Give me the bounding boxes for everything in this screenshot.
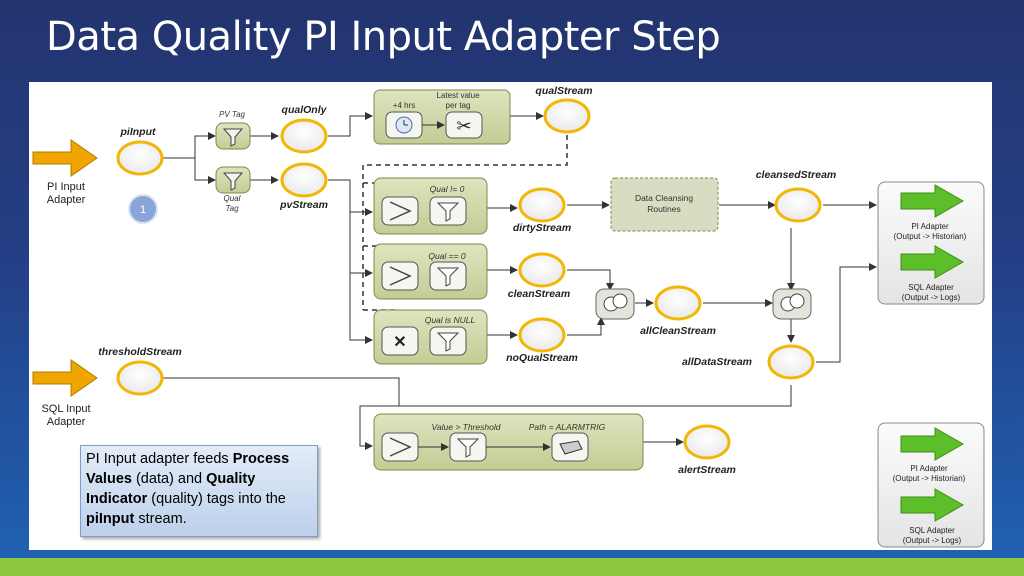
stream-piInput <box>116 140 164 176</box>
label-piInput: piInput <box>120 126 156 138</box>
funnel-icon <box>436 202 460 222</box>
top-sql-adapter-label: SQL Adapter(Output -> Logs) <box>902 283 961 302</box>
step-badge: 1 <box>128 194 158 224</box>
pv-tag-filter <box>215 122 251 150</box>
funnel-icon <box>436 332 460 352</box>
split-icon <box>389 201 412 221</box>
stream-qualStream <box>543 98 591 134</box>
union-operator-allclean <box>595 288 635 320</box>
output-panel-bottom <box>877 422 985 548</box>
stream-allDataStream <box>767 344 815 380</box>
label-qualOnly: qualOnly <box>282 104 328 116</box>
label-cleanStream: cleanStream <box>508 288 570 300</box>
sql-input-arrow <box>32 359 98 397</box>
note-bold-2: Quality Indicator <box>86 471 256 507</box>
connectors <box>163 112 877 450</box>
filter-box-noqual: ✕ <box>373 309 488 365</box>
bottom-pi-adapter-label: PI Adapter(Output -> Historian) <box>893 464 966 483</box>
note-bold-3: piInput <box>86 511 135 527</box>
value-threshold-label: Value > Threshold <box>432 422 501 432</box>
threshold-alert-box <box>373 413 644 471</box>
window-operator-box: ✂ <box>373 89 511 145</box>
stream-nodes <box>116 98 822 460</box>
top-pi-adapter-label: PI Adapter(Output -> Historian) <box>894 222 967 241</box>
pi-output-arrow <box>900 184 965 218</box>
explanation-note: PI Input adapter feeds Process Values (d… <box>80 445 318 537</box>
pi-input-line1: PI Input <box>47 181 85 193</box>
four-hrs-label: +4 hrs <box>393 101 415 110</box>
scissors-icon: ✂ <box>456 116 471 136</box>
pv-tag-label: PV Tag <box>219 110 245 119</box>
pi-output-arrow <box>900 427 965 461</box>
label-dirtyStream: dirtyStream <box>513 222 571 234</box>
accent-bar <box>0 558 1024 576</box>
slide-title: Data Quality PI Input Adapter Step <box>46 14 721 60</box>
stream-cleansedStream <box>774 187 822 223</box>
stream-noQualStream <box>518 317 566 353</box>
split-icon <box>389 266 412 286</box>
stream-labels: piInput qualOnly pvStream qualStream dir… <box>98 85 836 476</box>
stream-pvStream <box>280 162 328 198</box>
funnel-icon <box>436 267 460 287</box>
stream-qualOnly <box>280 118 328 154</box>
step-badge-number: 1 <box>140 204 146 216</box>
qual-eq-label: Qual == 0 <box>428 251 466 261</box>
pi-input-arrow <box>32 139 98 177</box>
alarm-icon <box>559 440 583 455</box>
label-alertStream: alertStream <box>678 464 736 476</box>
sql-output-arrow <box>900 488 965 522</box>
label-noQualStream: noQualStream <box>506 352 578 364</box>
label-thresholdStream: thresholdStream <box>98 346 181 358</box>
data-cleansing-box <box>610 177 719 232</box>
label-cleansedStream: cleansedStream <box>756 169 837 181</box>
output-panel-top <box>877 181 985 305</box>
split-icon <box>389 437 412 457</box>
union-operator-alldata <box>772 288 812 320</box>
note-text-2: (data) and <box>131 471 207 487</box>
label-allCleanStream: allCleanStream <box>640 325 716 337</box>
stream-cleanStream <box>518 252 566 288</box>
qual-tag-filter <box>215 166 251 194</box>
funnel-icon <box>456 438 480 458</box>
qual-neq-label: Qual != 0 <box>430 184 465 194</box>
note-text-1: PI Input adapter feeds <box>86 451 233 467</box>
stream-alertStream <box>683 424 731 460</box>
qual-null-label: Qual is NULL <box>425 315 476 325</box>
stream-thresholdStream <box>116 360 164 396</box>
path-alarm-label: Path = ALARMTRIG <box>529 422 606 432</box>
label-allDataStream: allDataStream <box>682 356 752 368</box>
label-qualStream: qualStream <box>535 85 592 97</box>
note-bold-1: Process Values <box>86 451 290 487</box>
label-pvStream: pvStream <box>279 199 328 211</box>
filter-box-clean <box>373 243 488 300</box>
stream-allCleanStream <box>654 285 702 321</box>
bottom-sql-adapter-label: SQL Adapter(Output -> Logs) <box>903 526 962 545</box>
note-text-4: stream. <box>134 511 187 527</box>
filter-box-dirty <box>373 177 488 235</box>
sql-output-arrow <box>900 245 965 279</box>
note-text-3: (quality) tags into the <box>147 491 286 507</box>
stream-dirtyStream <box>518 187 566 223</box>
cross-icon: ✕ <box>393 334 406 351</box>
